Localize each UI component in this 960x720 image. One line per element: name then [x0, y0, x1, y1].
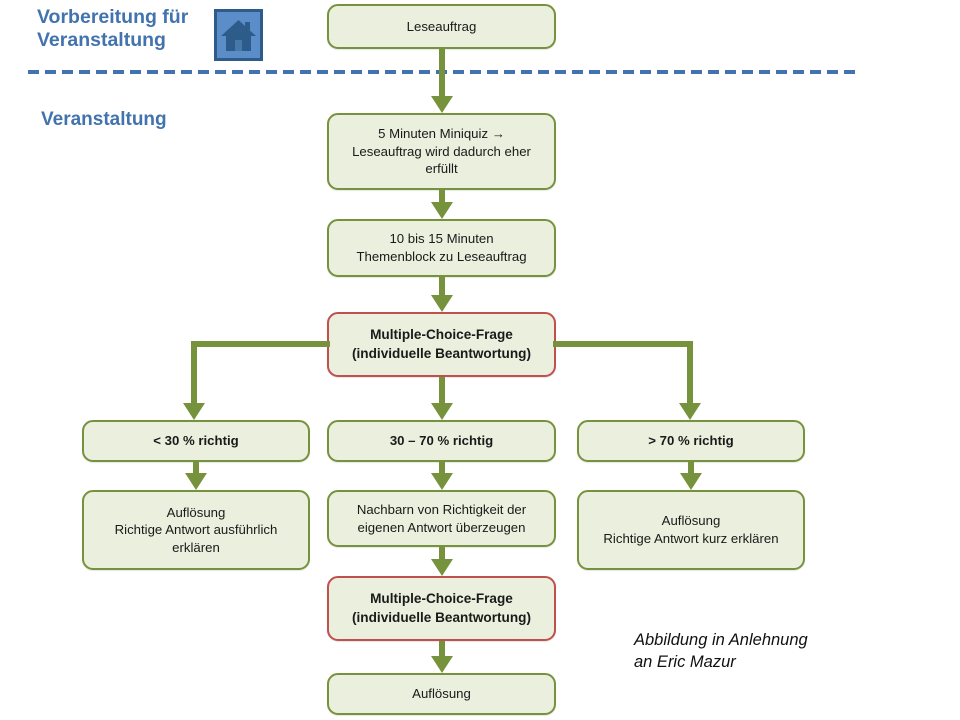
node-nachbarn-ueberzeugen[interactable]: Nachbarn von Richtigkeit der eigenen Ant… [327, 490, 556, 547]
node-branch-under-30[interactable]: < 30 % richtig [82, 420, 310, 462]
arrow-branch-high-to-aufloesung [680, 462, 702, 490]
connector-mc1-to-branch-low [183, 341, 330, 420]
node-aufloesung-ausfuehrlich[interactable]: Auflösung Richtige Antwort ausführlich e… [82, 490, 310, 570]
connector-mc1-to-branch-high [553, 341, 701, 420]
node-multiple-choice-frage-2[interactable]: Multiple-Choice-Frage (individuelle Bean… [327, 576, 556, 641]
arrow-themenblock-to-mc1 [431, 277, 453, 312]
arrow-branch-low-to-aufloesung [185, 462, 207, 490]
node-branch-over-70[interactable]: > 70 % richtig [577, 420, 805, 462]
house-icon [214, 9, 263, 61]
arrow-mc1-to-branch-mid [431, 377, 453, 420]
arrow-branch-mid-to-nachbarn [431, 462, 453, 490]
node-leseauftrag[interactable]: Leseauftrag [327, 4, 556, 49]
node-multiple-choice-frage-1[interactable]: Multiple-Choice-Frage (individuelle Bean… [327, 312, 556, 377]
arrow-leseauftrag-to-miniquiz [431, 49, 453, 113]
arrow-mc2-to-aufloesung [431, 641, 453, 673]
section-title-event: Veranstaltung [41, 109, 167, 130]
arrow-miniquiz-to-themenblock [431, 190, 453, 219]
figure-caption: Abbildung in Anlehnung an Eric Mazur [634, 631, 808, 672]
arrow-nachbarn-to-mc2 [431, 547, 453, 576]
node-aufloesung-final[interactable]: Auflösung [327, 673, 556, 715]
section-title-preparation: Vorbereitung für Veranstaltung [37, 6, 189, 51]
node-themenblock[interactable]: 10 bis 15 Minuten Themenblock zu Leseauf… [327, 219, 556, 277]
node-miniquiz[interactable]: 5 Minuten Miniquiz → Leseauftrag wird da… [327, 113, 556, 190]
node-branch-30-to-70[interactable]: 30 – 70 % richtig [327, 420, 556, 462]
node-aufloesung-kurz[interactable]: Auflösung Richtige Antwort kurz erklären [577, 490, 805, 570]
